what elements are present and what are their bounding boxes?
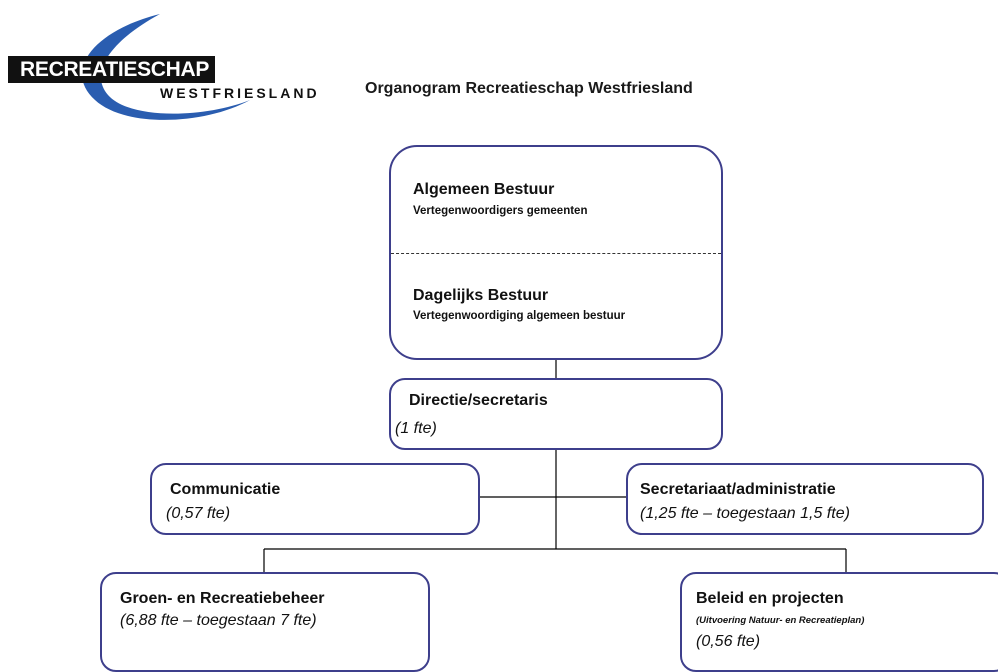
logo-sub-text: WESTFRIESLAND [160, 85, 320, 101]
org-connectors [263, 360, 847, 572]
bestuur-box: Algemeen Bestuur Vertegenwoordigers geme… [389, 145, 723, 360]
recreatieschap-logo: RECREATIESCHAP WESTFRIESLAND [0, 0, 330, 140]
directie-title: Directie/secretaris [409, 392, 548, 409]
secretariaat-fte: (1,25 fte – toegestaan 1,5 fte) [640, 505, 850, 522]
logo-main-text: RECREATIESCHAP [8, 56, 216, 83]
groen-title: Groen- en Recreatiebeheer [120, 590, 325, 607]
groen-fte: (6,88 fte – toegestaan 7 fte) [120, 612, 317, 629]
groen-box: Groen- en Recreatiebeheer (6,88 fte – to… [100, 572, 430, 672]
dagelijks-bestuur-title: Dagelijks Bestuur [413, 287, 549, 304]
bestuur-divider [391, 253, 721, 254]
algemeen-bestuur-subtitle: Vertegenwoordigers gemeenten [413, 205, 588, 217]
communicatie-box: Communicatie (0,57 fte) [150, 463, 480, 535]
communicatie-fte: (0,57 fte) [166, 505, 231, 522]
beleid-box: Beleid en projecten (Uitvoering Natuur- … [680, 572, 998, 672]
directie-fte: (1 fte) [395, 420, 437, 437]
secretariaat-title: Secretariaat/administratie [640, 481, 836, 498]
page-title: Organogram Recreatieschap Westfriesland [365, 80, 693, 97]
communicatie-title: Communicatie [170, 481, 281, 498]
algemeen-bestuur-title: Algemeen Bestuur [413, 181, 555, 198]
beleid-title: Beleid en projecten [696, 590, 844, 607]
beleid-note: (Uitvoering Natuur- en Recreatieplan) [696, 615, 865, 626]
secretariaat-box: Secretariaat/administratie (1,25 fte – t… [626, 463, 984, 535]
directie-box: Directie/secretaris (1 fte) [389, 378, 723, 450]
dagelijks-bestuur-subtitle: Vertegenwoordiging algemeen bestuur [413, 310, 626, 322]
beleid-fte: (0,56 fte) [696, 633, 761, 650]
